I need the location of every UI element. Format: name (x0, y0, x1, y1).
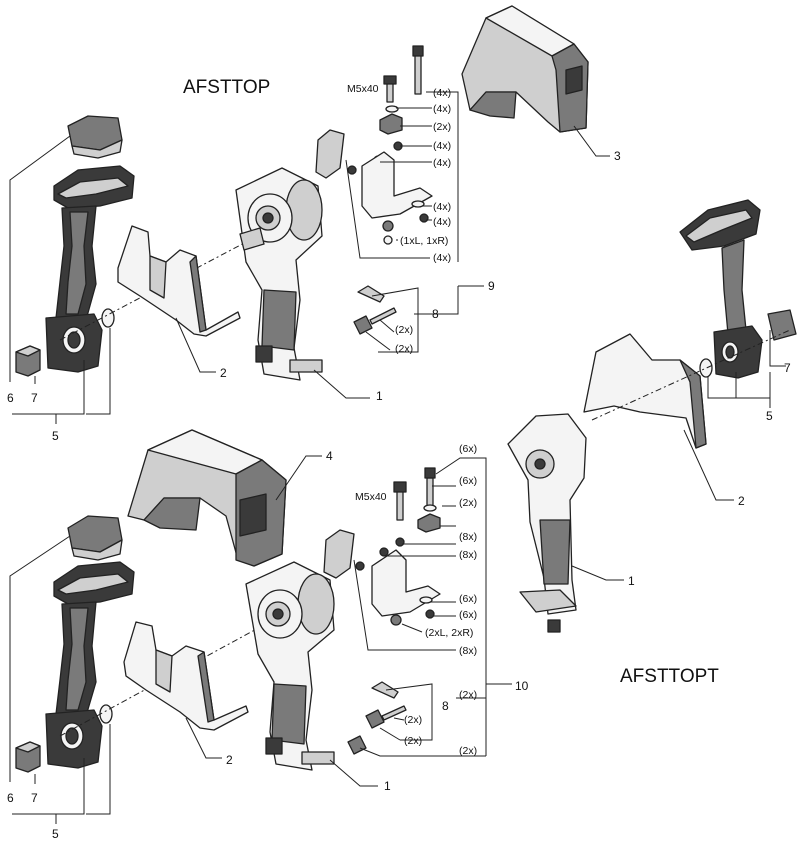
qty-top-1: (4x) (433, 87, 451, 99)
qty-top-2: (4x) (433, 103, 451, 115)
title-afsttop: AFSTTOP (183, 77, 270, 98)
callout-right-1: 1 (628, 574, 635, 588)
top-hardware (315, 45, 433, 335)
callout-bottom-5: 5 (52, 827, 59, 841)
callout-top-3: 3 (614, 149, 621, 163)
callout-top-6: 6 (7, 391, 14, 405)
qty-top-7: (4x) (433, 216, 451, 228)
qty-bottom-3: (2x) (459, 497, 477, 509)
qty-bottom-11: (2x) (404, 714, 422, 726)
qty-bottom-4: (8x) (459, 531, 477, 543)
bottom-mechanism (245, 561, 335, 771)
callout-top-1: 1 (376, 389, 383, 403)
callout-right-5: 5 (766, 409, 773, 423)
qty-bottom-12: (2x) (404, 735, 422, 747)
qty-bottom-6: (6x) (459, 593, 477, 605)
qty-top-9: (4x) (433, 252, 451, 264)
fastener-label-top: M5x40 (347, 83, 379, 95)
callout-right-2: 2 (738, 494, 745, 508)
qty-top-11: (2x) (395, 343, 413, 355)
callout-top-7: 7 (31, 391, 38, 405)
qty-bottom-1: (6x) (459, 443, 477, 455)
qty-top-6: (4x) (433, 201, 451, 213)
top-bracket (117, 225, 241, 337)
bottom-bracket (123, 621, 249, 731)
callout-top-2: 2 (220, 366, 227, 380)
callout-bottom-7: 7 (31, 791, 38, 805)
right-mechanism (507, 413, 587, 633)
callout-bottom-4: 4 (326, 449, 333, 463)
bottom-handle-assembly (15, 515, 135, 773)
qty-bottom-5: (8x) (459, 549, 477, 561)
qty-top-4: (4x) (433, 140, 451, 152)
qty-top-5: (4x) (433, 157, 451, 169)
qty-top-8: (1xL, 1xR) (400, 235, 448, 247)
callout-bottom-2: 2 (226, 753, 233, 767)
top-cover (461, 5, 589, 133)
qty-bottom-2: (6x) (459, 475, 477, 487)
callout-bottom-8: 8 (442, 699, 449, 713)
bottom-hardware (323, 467, 441, 755)
bottom-cover (127, 429, 287, 567)
qty-bottom-13: (2x) (459, 745, 477, 757)
qty-top-10: (2x) (395, 324, 413, 336)
right-handle-assembly (679, 199, 797, 379)
qty-top-3: (2x) (433, 121, 451, 133)
title-afsttopt: AFSTTOPT (620, 666, 719, 687)
qty-bottom-8: (2xL, 2xR) (425, 627, 473, 639)
callout-bottom-10: 10 (515, 679, 529, 693)
fastener-label-bottom: M5x40 (355, 491, 387, 503)
top-mechanism (235, 167, 323, 381)
qty-bottom-9: (8x) (459, 645, 477, 657)
callout-top-9: 9 (488, 279, 495, 293)
qty-bottom-7: (6x) (459, 609, 477, 621)
callout-right-7: 7 (784, 361, 791, 375)
o-ring (101, 308, 115, 328)
top-handle-assembly (15, 115, 135, 377)
callout-bottom-1: 1 (384, 779, 391, 793)
callout-top-8: 8 (432, 307, 439, 321)
qty-bottom-10: (2x) (459, 689, 477, 701)
callout-top-5: 5 (52, 429, 59, 443)
callout-bottom-6: 6 (7, 791, 14, 805)
right-bracket (583, 333, 707, 449)
